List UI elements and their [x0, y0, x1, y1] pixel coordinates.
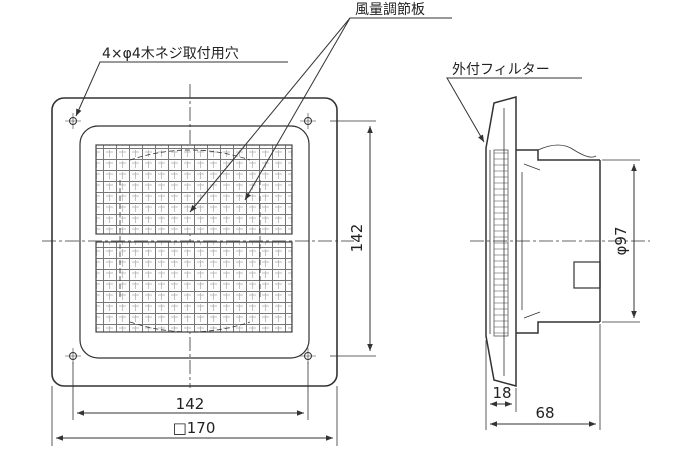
duct-diameter-value: φ97 — [612, 227, 630, 256]
front-height-value: 142 — [348, 224, 366, 253]
screw-holes-label: 4×φ4木ネジ取付用穴 — [102, 46, 239, 62]
side-duct-inner — [521, 163, 541, 319]
front-inner-frame — [79, 125, 310, 359]
front-hole-pitch-value: 142 — [176, 395, 205, 413]
side-dim-total-depth: 68 — [485, 324, 601, 430]
grille-top — [95, 144, 293, 235]
side-view — [470, 96, 650, 387]
filter-label: 外付フィルター — [452, 62, 550, 78]
screw-holes-callout: 4×φ4木ネジ取付用穴 — [75, 46, 288, 117]
screw-hole-top-right — [300, 113, 316, 129]
side-duct-tab — [573, 261, 601, 289]
side-grille-ribs — [493, 149, 509, 337]
screw-hole-bottom-right — [300, 348, 316, 364]
screw-hole-bottom-left — [65, 348, 81, 364]
side-dim-diameter: φ97 — [602, 159, 640, 323]
front-view — [42, 84, 354, 388]
flange-depth-value: 18 — [492, 384, 511, 402]
front-outer-panel — [51, 97, 338, 387]
filter-callout: 外付フィルター — [446, 62, 582, 143]
front-dim-height: 142 — [330, 120, 376, 357]
grille-bottom — [95, 241, 293, 333]
damper-label: 風量調節板 — [355, 1, 425, 18]
side-dim-flange-depth: 18 — [485, 340, 517, 412]
screw-hole-top-left — [65, 113, 81, 129]
side-filter-layer — [489, 108, 505, 376]
side-duct — [516, 149, 601, 334]
damper-callout: 風量調節板 — [189, 1, 452, 213]
side-damper-string — [537, 144, 597, 158]
front-dim-hole-pitch: 142 — [72, 362, 309, 420]
total-depth-value: 68 — [535, 404, 554, 422]
side-flange — [485, 96, 517, 387]
front-outer-value: □170 — [173, 419, 216, 437]
front-dim-outer: □170 — [51, 386, 338, 446]
